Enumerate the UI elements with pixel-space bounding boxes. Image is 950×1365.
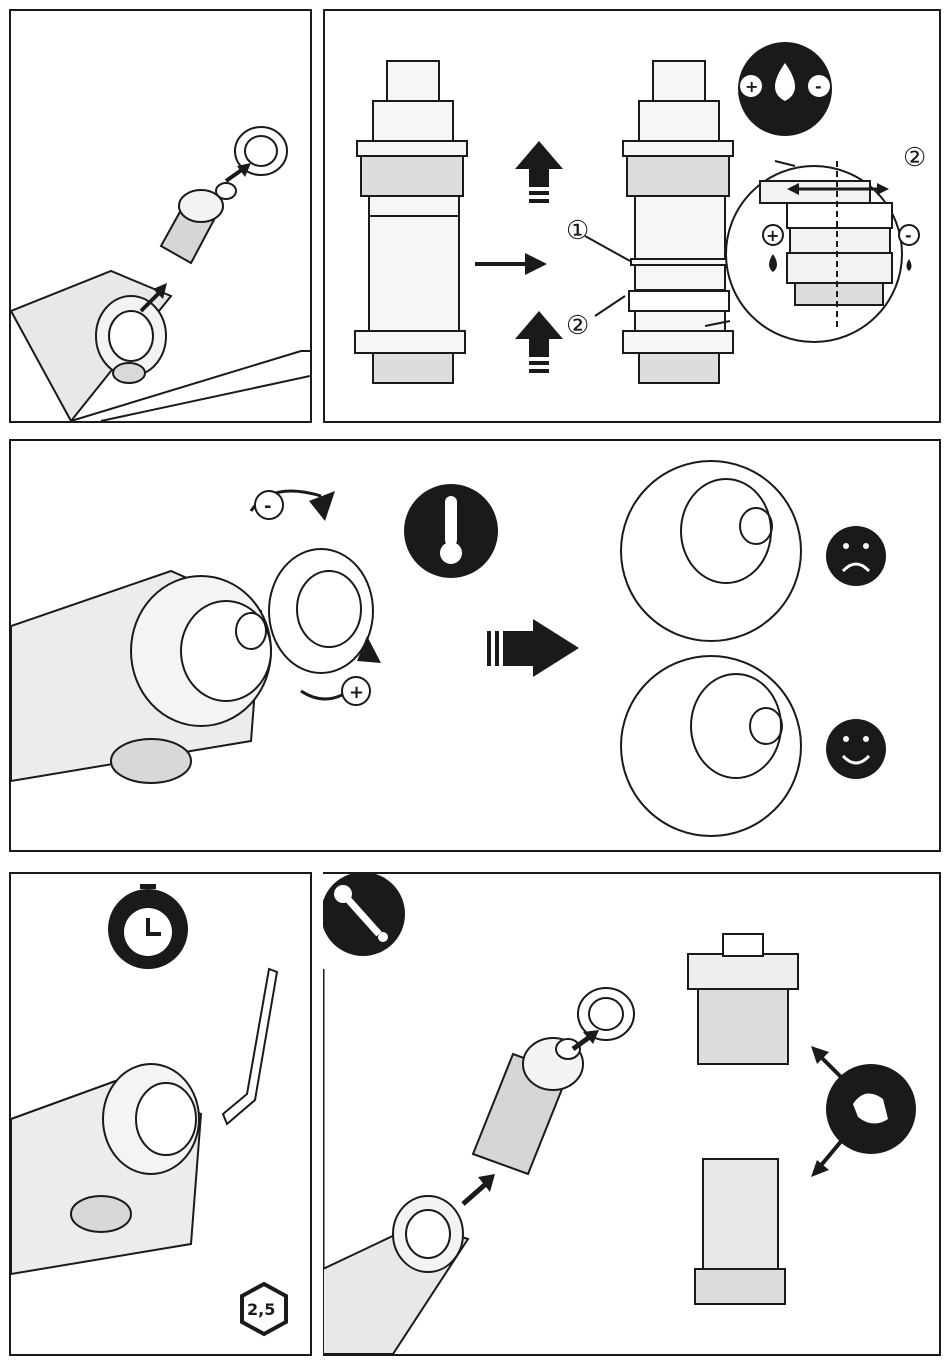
rotate-minus-label: - xyxy=(264,496,271,517)
detail-minus-label: - xyxy=(905,226,912,245)
hex-key-size: 2,5 xyxy=(247,1300,275,1319)
callout-two-detail: ② xyxy=(903,142,926,172)
water-drop-small-icon xyxy=(907,259,912,271)
callout-one: ① xyxy=(566,215,589,245)
wrench-icon xyxy=(323,874,405,956)
arrow-icon xyxy=(475,141,563,373)
panel-step-fix: 2,5 xyxy=(9,872,312,1356)
direction-arrow-icon xyxy=(487,619,579,677)
detail-plus-label: + xyxy=(766,226,779,245)
rotate-plus-label: + xyxy=(349,682,364,703)
clock-icon xyxy=(108,884,188,969)
temperature-adjust-illustration: - + xyxy=(11,441,939,850)
maintenance-illustration xyxy=(323,874,939,1354)
flow-minus-label: - xyxy=(815,77,822,96)
happy-face-icon xyxy=(826,719,886,779)
panel-step-remove xyxy=(9,9,312,423)
cartridge-comparison: ① ② ② + - + - xyxy=(325,11,939,421)
callout-two: ② xyxy=(566,310,589,340)
thermometer-icon xyxy=(404,484,498,578)
sad-face-icon xyxy=(826,526,886,586)
panel-step-temperature: - + xyxy=(9,439,941,852)
panel-step-adjust-ring: ① ② ② + - + - xyxy=(323,9,941,423)
panel-step-maintenance xyxy=(323,872,941,1356)
flow-plus-label: + xyxy=(745,77,758,96)
fix-illustration: 2,5 xyxy=(11,874,310,1354)
remove-illustration xyxy=(11,11,310,421)
